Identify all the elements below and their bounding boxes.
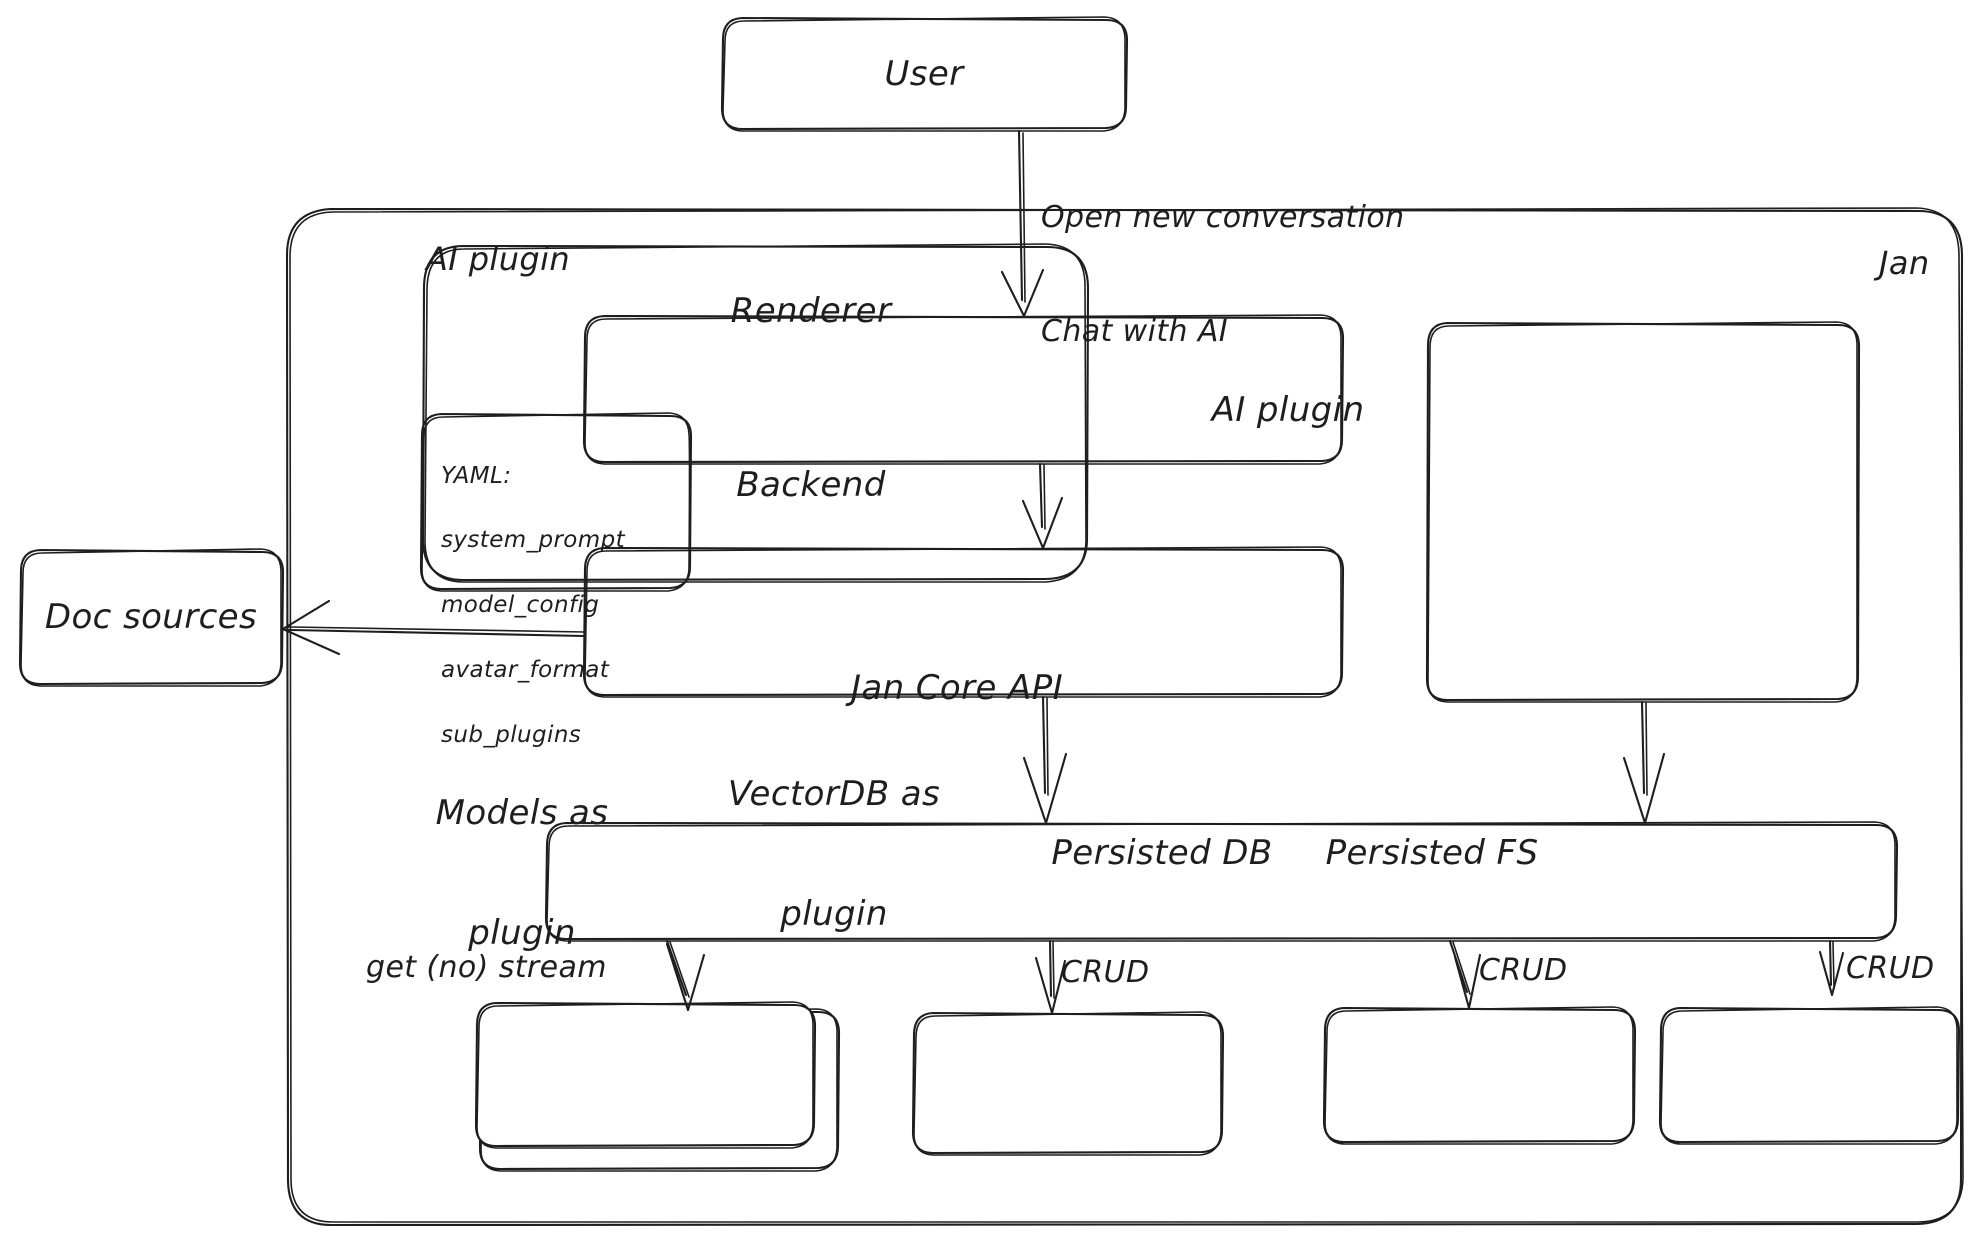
- node-label-vectordb-plugin: VectorDB as plugin: [728, 694, 940, 1014]
- yaml-card-title: YAML:: [441, 463, 512, 489]
- node-yaml-card-shape: [419, 412, 693, 592]
- node-label-jan-core-api: Jan Core API: [850, 668, 1064, 708]
- container-label-ai-plugin-group: AI plugin: [426, 240, 571, 278]
- node-label-persisted-db: Persisted DB: [1051, 833, 1273, 873]
- edge-label-user-renderer: Open new conversation Chat with AI: [1041, 123, 1405, 427]
- node-doc-sources-shape: [18, 548, 285, 687]
- edge-jan-core-vectordb: [1034, 939, 1067, 1015]
- node-user-shape: [720, 16, 1129, 132]
- edge-backend-jan-core: [1022, 695, 1068, 825]
- yaml-card-key-sub-plugins: sub_plugins: [441, 722, 582, 748]
- node-label-backend: Backend: [736, 465, 886, 505]
- edge-user-renderer: [1000, 129, 1045, 318]
- yaml-card-content: YAML: system_prompt model_config avatar_…: [441, 425, 625, 787]
- node-jan-core-api-shape: [544, 821, 1899, 942]
- node-label-models-plugin: Models as plugin: [436, 713, 609, 1033]
- edge-label-core-vectordb: CRUD: [1061, 955, 1150, 990]
- node-label-models-plugin-line2: plugin: [468, 913, 576, 953]
- edge-jan-core-persisted-db: [1448, 939, 1482, 1010]
- edge-ai-plugin-jan-core: [1622, 700, 1666, 825]
- edge-label-core-models: get (no) stream: [366, 950, 607, 985]
- node-label-persisted-fs: Persisted FS: [1325, 833, 1539, 873]
- edge-label-user-renderer-line2: Chat with AI: [1041, 314, 1228, 349]
- node-label-renderer: Renderer: [730, 291, 892, 331]
- edge-label-user-renderer-line1: Open new conversation: [1041, 200, 1405, 235]
- yaml-card-key-system-prompt: system_prompt: [441, 527, 626, 553]
- edge-jan-core-models: [665, 939, 706, 1012]
- node-label-ai-plugin: AI plugin: [1211, 390, 1365, 430]
- node-backend-shape: [582, 546, 1345, 698]
- edge-label-core-db: CRUD: [1479, 953, 1568, 988]
- node-ai-plugin-shape: [1425, 321, 1861, 703]
- edge-renderer-backend: [1021, 462, 1064, 550]
- node-label-doc-sources: Doc sources: [44, 597, 258, 637]
- container-label-jan: Jan: [1879, 244, 1930, 282]
- yaml-card-key-avatar-format: avatar_format: [441, 657, 610, 683]
- node-label-user: User: [884, 54, 964, 94]
- node-persisted-fs-shape: [1658, 1006, 1961, 1145]
- node-label-vectordb-plugin-line1: VectorDB as: [727, 774, 941, 814]
- edge-label-core-fs: CRUD: [1846, 951, 1935, 986]
- container-jan: [285, 207, 1964, 1227]
- node-vectordb-plugin-shape: [911, 1011, 1225, 1156]
- node-label-models-plugin-line1: Models as: [435, 793, 609, 833]
- node-label-vectordb-plugin-line2: plugin: [780, 894, 888, 934]
- node-persisted-db-shape: [1322, 1006, 1637, 1145]
- edge-backend-doc-sources: [281, 599, 586, 656]
- node-models-plugin-shape: [474, 1001, 841, 1172]
- container-ai-plugin-group: [421, 243, 1090, 583]
- yaml-card-key-model-config: model_config: [441, 592, 600, 618]
- node-renderer-shape: [582, 314, 1345, 465]
- edge-jan-core-persisted-fs: [1818, 939, 1845, 997]
